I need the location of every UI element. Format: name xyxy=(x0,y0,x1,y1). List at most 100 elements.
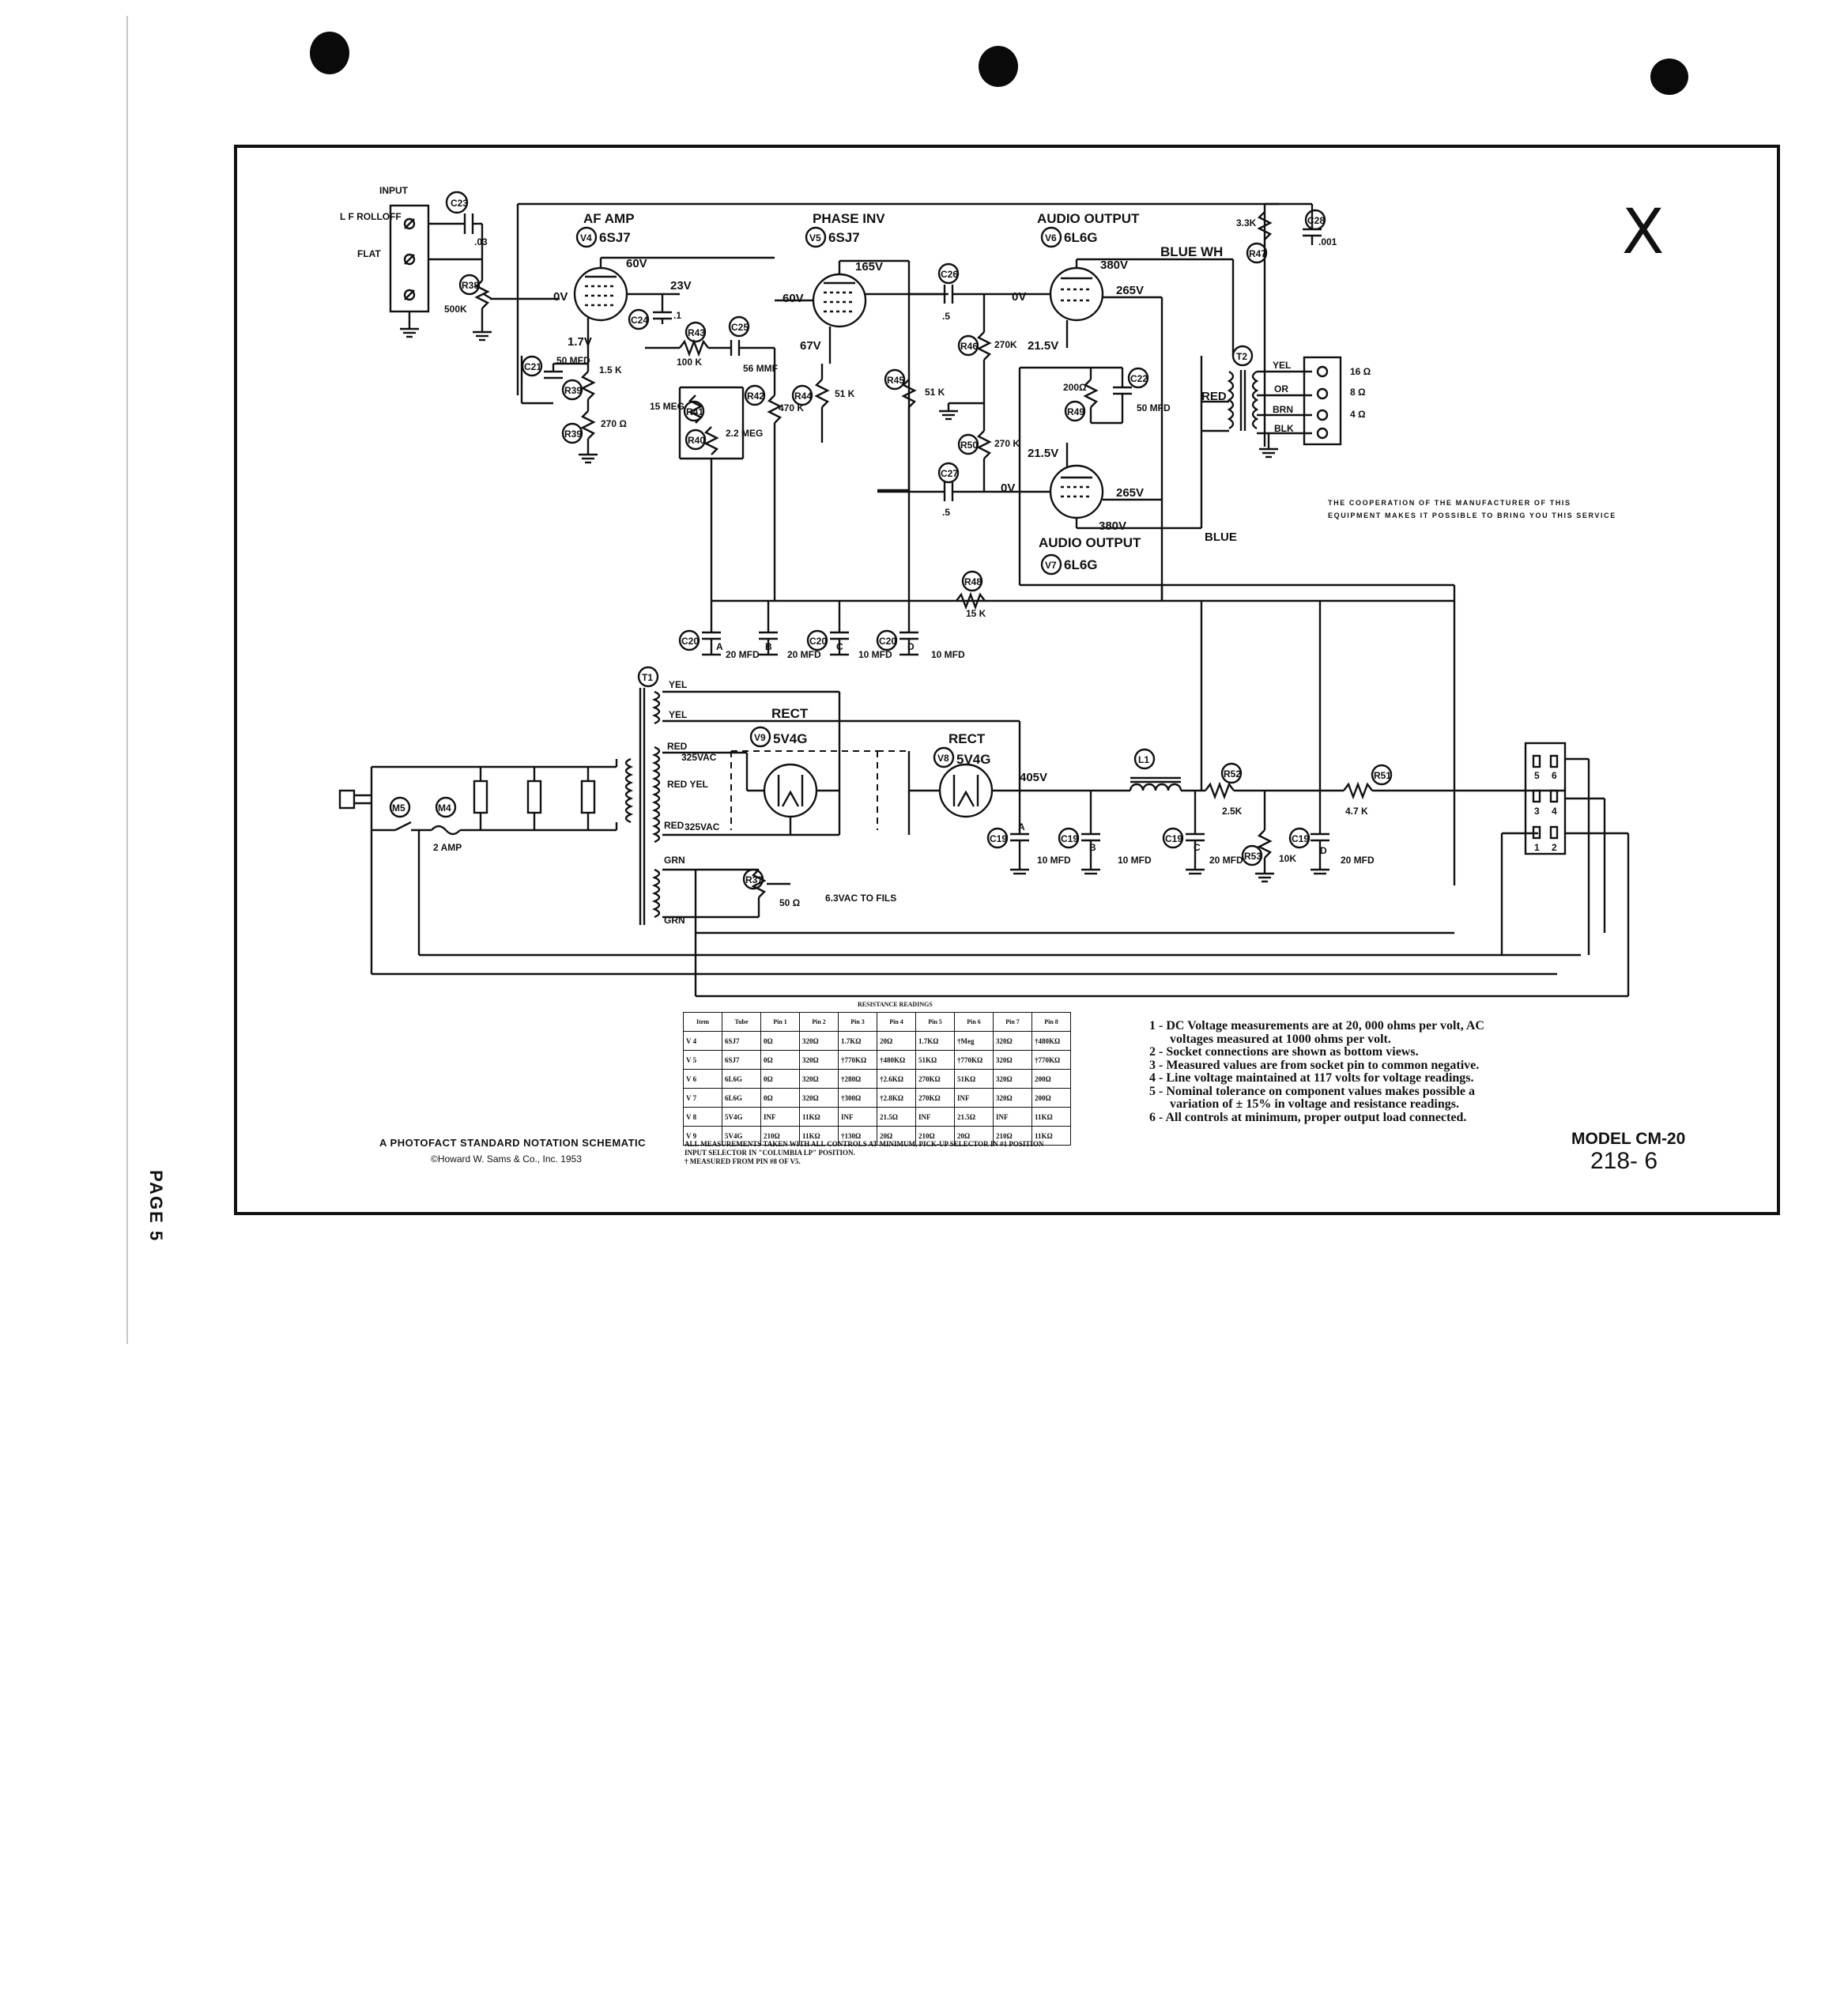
table-cell: V 7 xyxy=(683,1088,722,1108)
table-cell: †2.6KΩ xyxy=(877,1069,916,1089)
svg-text:10 MFD: 10 MFD xyxy=(931,649,965,660)
svg-text:2.5K: 2.5K xyxy=(1222,806,1243,817)
resistance-footnotes: ALL MEASUREMENTS TAKEN WITH ALL CONTROLS… xyxy=(685,1140,1043,1166)
resistance-table: Item Tube Pin 1 Pin 2 Pin 3 Pin 4 Pin 5 … xyxy=(683,1012,1071,1146)
svg-text:325VAC: 325VAC xyxy=(685,821,720,832)
svg-text:C20: C20 xyxy=(809,636,827,647)
svg-text:M5: M5 xyxy=(392,802,405,814)
table-cell: 320Ω xyxy=(799,1050,839,1070)
table-header: Pin 6 xyxy=(954,1012,994,1032)
svg-text:R39: R39 xyxy=(564,428,582,440)
table-cell: †130Ω xyxy=(838,1126,877,1146)
v4-cathode-network: C21 50 MFD R39 1.5 K R39 270 Ω xyxy=(520,342,627,464)
svg-text:R52: R52 xyxy=(1224,768,1241,780)
svg-text:23V: 23V xyxy=(670,279,692,293)
table-cell: 11KΩ xyxy=(799,1126,839,1146)
table-cell: V 6 xyxy=(683,1069,722,1089)
table-cell: 21.5Ω xyxy=(877,1107,916,1127)
svg-text:60V: 60V xyxy=(626,257,647,270)
table-cell: †770KΩ xyxy=(838,1050,877,1070)
svg-text:10K: 10K xyxy=(1279,853,1296,864)
svg-text:R42: R42 xyxy=(747,391,764,402)
table-cell: †2.8KΩ xyxy=(877,1088,916,1108)
table-cell: INF xyxy=(954,1088,994,1108)
footnote-3: † MEASURED FROM PIN #8 OF V5. xyxy=(685,1157,801,1165)
svg-text:D: D xyxy=(1320,845,1327,856)
table-cell: V 5 xyxy=(683,1050,722,1070)
r49-c22: R49 200Ω C22 50 MFD xyxy=(1018,366,1171,585)
svg-text:A: A xyxy=(1018,821,1025,832)
model-label: MODEL CM-20 xyxy=(1571,1130,1686,1148)
svg-text:8 Ω: 8 Ω xyxy=(1350,387,1366,398)
note-line: 4 - Line voltage maintained at 117 volts… xyxy=(1149,1071,1474,1085)
table-cell: 200Ω xyxy=(1031,1088,1071,1108)
r41-r40-r42: R41 R40 15 MEG 2.2 MEG R42 470 K xyxy=(650,348,804,601)
svg-text:R40: R40 xyxy=(688,435,705,446)
svg-text:56 MMF: 56 MMF xyxy=(743,363,778,374)
table-cell: V 8 xyxy=(683,1107,722,1127)
svg-text:C19: C19 xyxy=(1165,833,1182,844)
table-cell: 5V4G xyxy=(722,1107,761,1127)
v9-rectifier: RECT V9 5V4G xyxy=(730,692,878,835)
svg-text:A: A xyxy=(716,641,723,652)
svg-text:270K: 270K xyxy=(994,339,1017,350)
svg-text:GRN: GRN xyxy=(664,855,685,866)
table-cell: 1.7KΩ xyxy=(838,1031,877,1051)
svg-text:R41: R41 xyxy=(686,406,703,417)
c19-filter-section: C19 A 10 MFD C19 B 10 MFD C19 C 20 MFD xyxy=(986,791,1375,875)
svg-text:50 MFD: 50 MFD xyxy=(556,355,590,366)
svg-text:270 K: 270 K xyxy=(994,438,1020,449)
svg-text:1: 1 xyxy=(1534,842,1540,853)
table-cell: 20Ω xyxy=(877,1126,916,1146)
table-cell: 0Ω xyxy=(760,1050,800,1070)
svg-text:21.5V: 21.5V xyxy=(1028,339,1058,353)
table-header: Pin 8 xyxy=(1031,1012,1071,1032)
svg-text:C19: C19 xyxy=(1292,833,1309,844)
svg-text:10 MFD: 10 MFD xyxy=(858,649,892,660)
svg-text:3.3K: 3.3K xyxy=(1236,217,1257,228)
c20-filter-section: R48 15 K C20 A 20 MFD B 20 MFD C20 xyxy=(678,570,1456,885)
svg-text:C: C xyxy=(1194,842,1201,853)
table-cell: 320Ω xyxy=(799,1069,839,1089)
v8-rectifier: RECT V8 5V4G 405V xyxy=(877,721,1107,835)
svg-text:.03: .03 xyxy=(474,236,488,247)
table-header: Item xyxy=(683,1012,722,1032)
svg-text:4 Ω: 4 Ω xyxy=(1350,409,1366,420)
svg-text:BLK: BLK xyxy=(1274,423,1294,434)
check-mark: X xyxy=(1622,197,1664,268)
svg-text:1.7V: 1.7V xyxy=(568,335,592,349)
svg-text:15 MEG: 15 MEG xyxy=(650,401,685,412)
svg-text:C19: C19 xyxy=(990,833,1007,844)
table-cell: 320Ω xyxy=(993,1069,1032,1089)
table-cell: 210Ω xyxy=(915,1126,955,1146)
svg-text:.001: .001 xyxy=(1318,236,1337,247)
table-cell: 20Ω xyxy=(954,1126,994,1146)
table-cell: V 4 xyxy=(683,1031,722,1051)
svg-text:10 MFD: 10 MFD xyxy=(1118,855,1152,866)
svg-text:0V: 0V xyxy=(1001,481,1015,495)
svg-text:405V: 405V xyxy=(1020,771,1047,784)
svg-text:2: 2 xyxy=(1552,842,1557,853)
table-header: Pin 7 xyxy=(993,1012,1032,1032)
v7-audio-output: AUDIO OUTPUT V7 6L6G 380V 265V 0V 21.5V xyxy=(1001,356,1454,587)
v4-af-amp: AF AMP V4 6SJ7 60V 23V 0V 1.7V xyxy=(553,211,775,349)
note-line: variation of ± 15% in voltage and resist… xyxy=(1170,1097,1459,1111)
svg-text:AF AMP: AF AMP xyxy=(583,211,635,226)
table-cell: 6SJ7 xyxy=(722,1031,761,1051)
svg-text:R51: R51 xyxy=(1374,770,1391,781)
svg-text:6SJ7: 6SJ7 xyxy=(828,230,860,245)
table-cell: 270KΩ xyxy=(915,1088,955,1108)
svg-text:325VAC: 325VAC xyxy=(681,752,717,763)
svg-text:0V: 0V xyxy=(553,290,568,304)
document-number: 218- 6 xyxy=(1590,1148,1658,1174)
table-cell: 0Ω xyxy=(760,1031,800,1051)
c24-r43-c25: C24 .1 R43 100 K C25 56 MMF xyxy=(628,294,778,374)
svg-text:5V4G: 5V4G xyxy=(773,731,807,746)
svg-text:V7: V7 xyxy=(1045,560,1057,571)
svg-text:T2: T2 xyxy=(1236,351,1247,362)
table-cell: INF xyxy=(915,1107,955,1127)
